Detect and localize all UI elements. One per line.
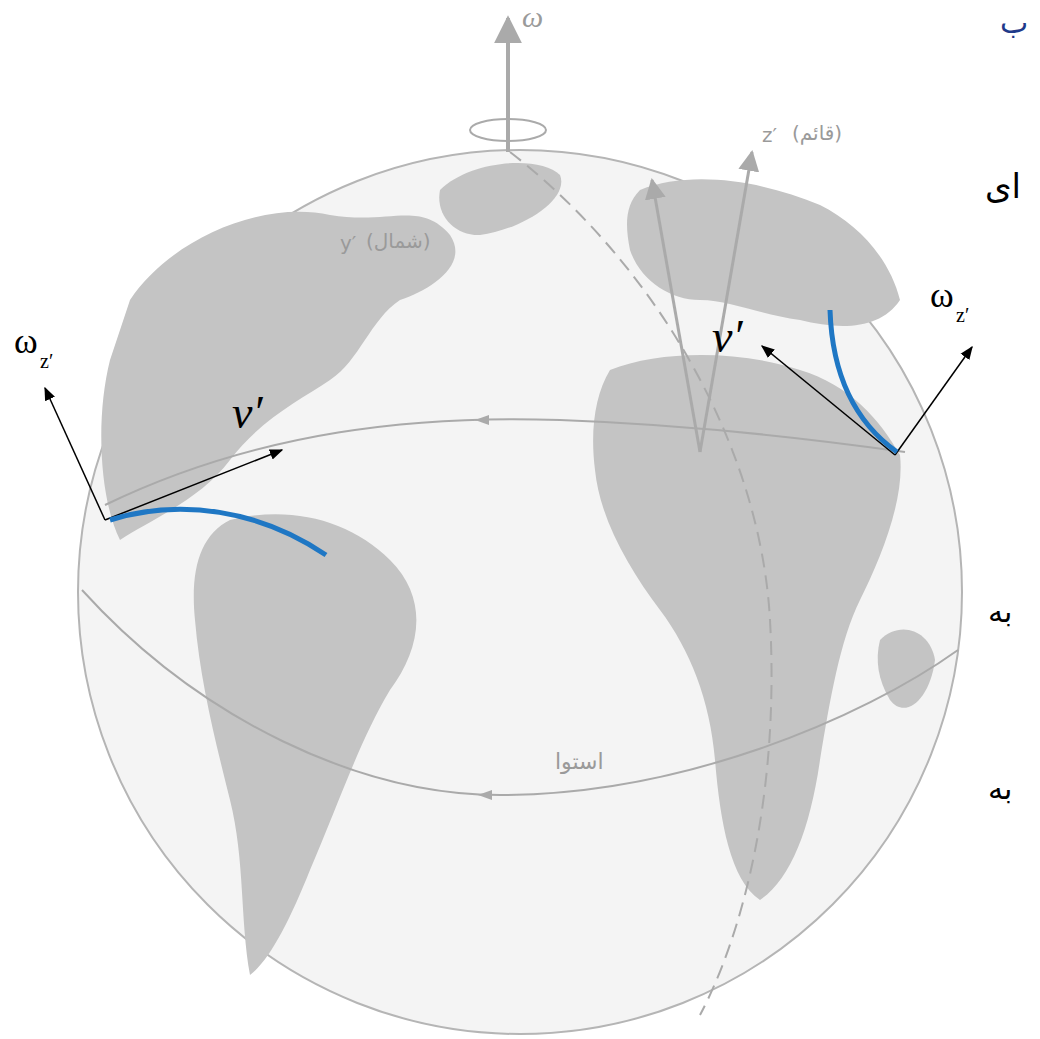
cut-text: به [988, 595, 1012, 628]
vector-symbol: ω [930, 276, 954, 316]
vector-subscript: z′ [40, 350, 53, 372]
axis-label: z′ [762, 124, 777, 146]
cut-text: به [988, 772, 1012, 805]
vector-subscript: z′ [956, 304, 969, 326]
axis-label: y′ [340, 232, 356, 254]
vector-symbol: ω [14, 322, 38, 362]
axis-symbol: ω [522, 0, 543, 33]
vector-symbol: v′ [232, 388, 262, 439]
axis-label: (شمال) [366, 230, 431, 252]
cut-text: ای [985, 168, 1021, 205]
vector-symbol: v′ [712, 312, 742, 363]
equator-label: استوا [555, 750, 604, 774]
axis-label: (قائم) [792, 122, 842, 144]
cut-text: ب [1000, 6, 1028, 39]
